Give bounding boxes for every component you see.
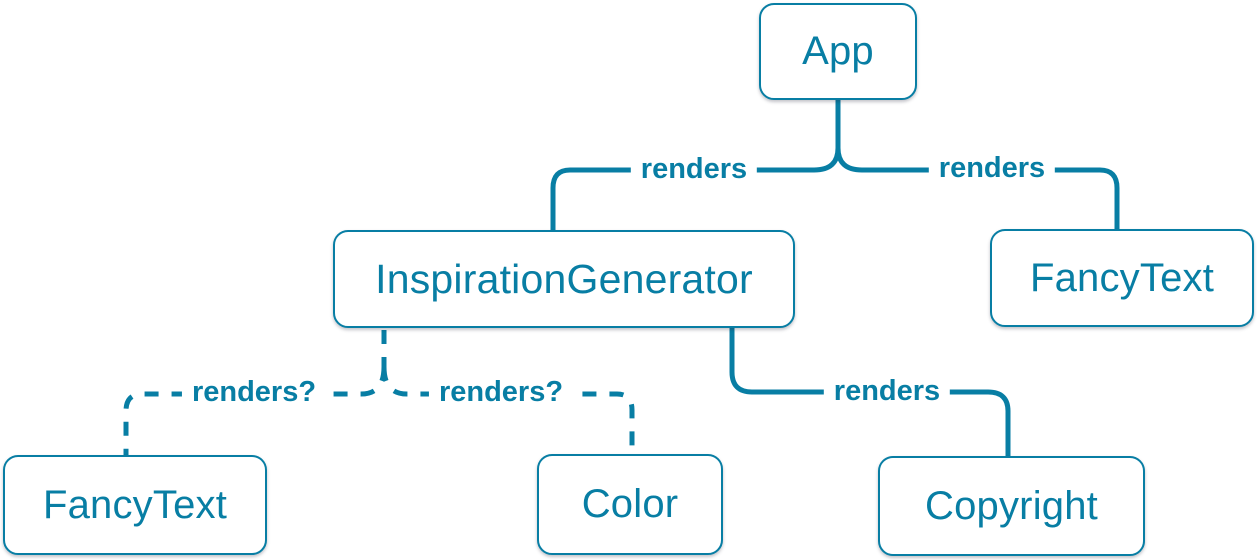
edge-app-to-fancy-text [835,147,1120,230]
edge-label-renders-app-inspiration: renders [630,153,758,187]
edge-app-to-inspiration-generator [550,147,841,231]
node-fancy-text-top-label: FancyText [1029,255,1215,300]
edge-inspiration-generator-to-color [381,366,635,455]
node-app-label: App [802,29,874,73]
edge-inspiration-generator-to-fancy-text [123,366,387,456]
node-color: Color [537,454,723,555]
node-inspiration-generator: InspirationGenerator [333,230,795,328]
node-fancy-text-bottom: FancyText [3,455,267,555]
node-copyright-label: Copyright [925,483,1098,528]
edge-label-renders-app-fancytext: renders [928,152,1056,186]
node-fancy-text-top: FancyText [990,229,1254,327]
edge-label-renders-question-fancytext: renders? [181,376,327,410]
node-fancy-text-bottom-label: FancyText [42,482,228,527]
node-copyright: Copyright [878,456,1145,556]
node-inspiration-generator-label: InspirationGenerator [375,255,753,302]
node-color-label: Color [581,482,679,526]
edge-label-renders-question-color: renders? [428,376,574,410]
edge-label-renders-copyright: renders [823,375,951,409]
node-app: App [759,3,917,100]
